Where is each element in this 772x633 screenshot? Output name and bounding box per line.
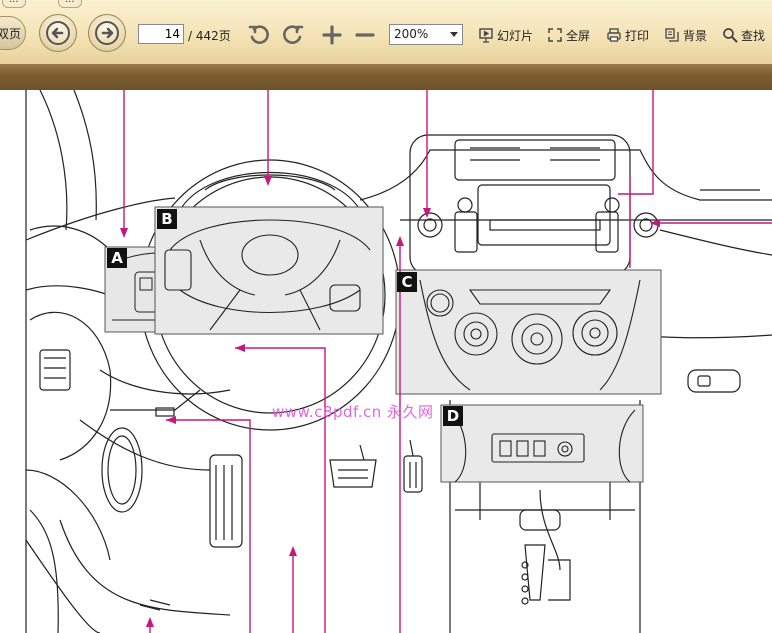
search-icon <box>723 28 738 43</box>
zoom-in-button[interactable] <box>319 22 345 48</box>
printer-icon <box>607 28 621 42</box>
background-icon <box>665 28 679 42</box>
rotate-right-button[interactable] <box>280 22 306 48</box>
zoom-select[interactable]: 200% <box>389 24 463 45</box>
callout-leader-lines <box>123 90 772 633</box>
callout-box-c <box>395 269 662 395</box>
background-label: 背景 <box>683 28 708 43</box>
document-page[interactable]: A B C D www.c8pdf.cn 永久网 <box>0 90 772 633</box>
rotate-left-button[interactable] <box>246 22 272 48</box>
zoom-value: 200% <box>394 27 429 41</box>
dashboard-illustration <box>25 90 772 633</box>
fullscreen-button[interactable]: 全屏 <box>547 24 590 46</box>
background-button[interactable]: 背景 <box>664 24 707 46</box>
arrow-left-icon <box>46 21 70 45</box>
back-button[interactable] <box>39 14 77 52</box>
forward-button[interactable] <box>88 14 126 52</box>
watermark: www.c8pdf.cn 永久网 <box>272 403 434 421</box>
print-label: 打印 <box>625 28 650 43</box>
arrow-right-icon <box>95 21 119 45</box>
rotate-cw-icon <box>283 25 304 44</box>
callout-label-b: B <box>157 209 177 229</box>
print-button[interactable]: 打印 <box>606 24 649 46</box>
slideshow-button[interactable]: 幻灯片 <box>478 24 533 46</box>
plus-icon <box>322 25 342 45</box>
page-total: / 442页 <box>188 29 231 43</box>
slideshow-label: 幻灯片 <box>497 28 534 43</box>
page-number-input[interactable]: 14 <box>138 24 184 44</box>
find-label: 查找 <box>741 28 766 43</box>
callout-label-a: A <box>107 248 127 268</box>
callout-label-c: C <box>397 272 417 292</box>
find-button[interactable]: 查找 <box>722 24 765 46</box>
callout-label-d: D <box>443 406 463 426</box>
callout-box-d <box>440 404 644 483</box>
double-page-button[interactable]: 双页 <box>0 16 26 50</box>
chevron-down-icon <box>450 32 458 37</box>
callout-arrowheads <box>120 176 660 627</box>
tab-2[interactable]: ... <box>58 0 82 8</box>
window-tabs: ... ... <box>0 0 140 8</box>
viewer-page-header-band <box>0 64 772 90</box>
viewer-toolbar: ... ... 双页 14 / 442页 <box>0 0 772 65</box>
fullscreen-label: 全屏 <box>566 28 591 43</box>
fullscreen-icon <box>548 28 562 42</box>
zoom-out-button[interactable] <box>352 22 378 48</box>
slideshow-icon <box>479 28 493 43</box>
minus-icon <box>355 33 375 37</box>
rotate-ccw-icon <box>248 25 269 44</box>
callout-box-b <box>154 206 384 335</box>
tab-1[interactable]: ... <box>2 0 26 8</box>
